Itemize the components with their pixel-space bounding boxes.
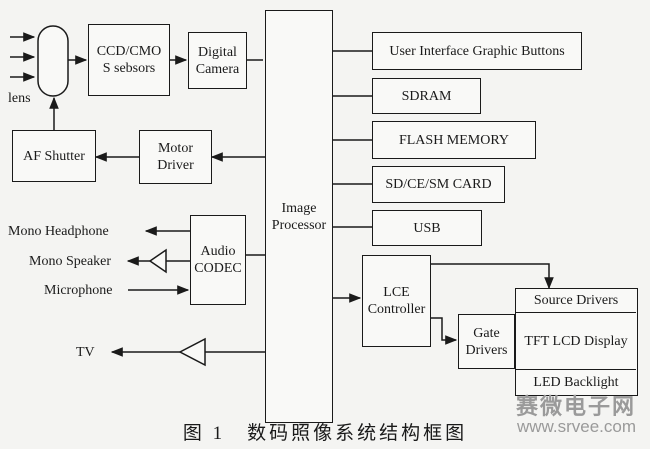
source-drivers-block: Source Drivers [516,289,636,313]
watermark-title: 赛微电子网 [515,394,636,419]
watermark-url: www.srvee.com [516,417,636,436]
af-shutter-block: AF Shutter [12,130,96,182]
speaker-amp-triangle [148,248,167,274]
tv-buffer-triangle [178,337,206,367]
lce-controller-block: LCE Controller [362,255,431,347]
ccd-cmos-sensor-block: CCD/CMO S sebsors [88,24,170,96]
led-backlight-block: LED Backlight [516,369,636,394]
watermark: 赛微电子网 www.srvee.com [515,394,636,437]
figure-caption: 图 1 数码照像系统结构框图 [182,423,468,444]
ui-buttons-block: User Interface Graphic Buttons [372,32,582,70]
lens-label: lens [8,91,31,106]
flash-memory-block: FLASH MEMORY [372,121,536,159]
card-block: SD/CE/SM CARD [372,166,505,203]
lce-to-gate-arrow [431,317,458,345]
lens-shape [37,25,69,97]
sdram-block: SDRAM [372,78,481,114]
tv-label: TV [76,345,95,360]
gate-drivers-block: Gate Drivers [458,314,515,369]
tft-lcd-display-block: TFT LCD Display [524,333,628,349]
microphone-label: Microphone [44,283,113,298]
display-panel: Source Drivers TFT LCD Display LED Backl… [515,288,638,396]
mono-headphone-label: Mono Headphone [8,224,109,239]
audio-codec-block: Audio CODEC [190,215,246,305]
motor-driver-block: Motor Driver [139,130,212,184]
digital-camera-block: Digital Camera [188,32,247,89]
usb-block: USB [372,210,482,246]
image-processor-block: Image Processor [265,10,333,423]
mono-speaker-label: Mono Speaker [29,254,112,269]
lce-to-source-arrow [431,263,554,290]
